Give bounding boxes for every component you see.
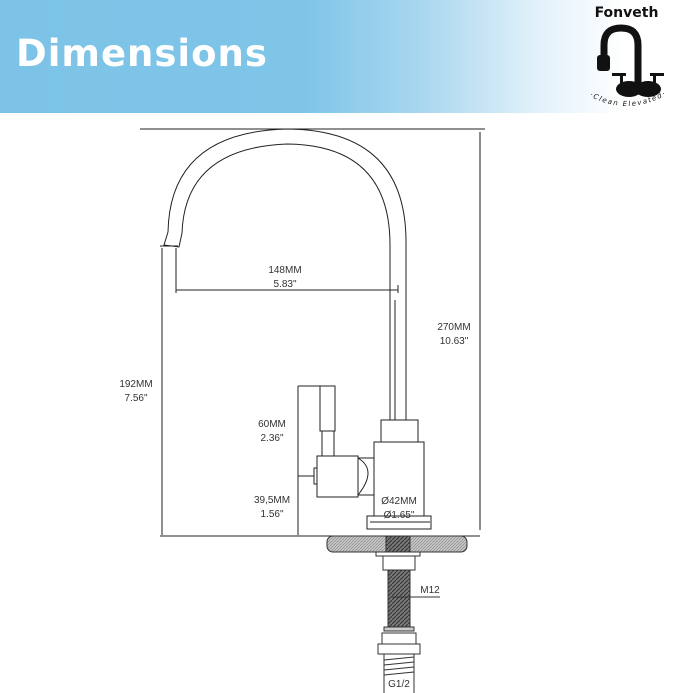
dim-total-height-in: 10.63" xyxy=(439,336,469,347)
dim-spout-height-in: 7.56" xyxy=(124,393,148,404)
dim-handle-length-mm: 60MM xyxy=(258,419,286,430)
dim-thread-size: M12 xyxy=(420,585,440,596)
dim-handle-height: 39,5MM 1.56" xyxy=(242,494,302,522)
dim-spout-reach: 148MM 5.83" xyxy=(255,264,315,292)
dim-total-height: 270MM 10.63" xyxy=(424,321,484,349)
dim-handle-length: 60MM 2.36" xyxy=(242,418,302,446)
dim-spout-reach-mm: 148MM xyxy=(268,265,302,276)
dim-handle-height-mm: 39,5MM xyxy=(253,495,291,506)
brand-logo: Fonveth ·Clean Elevated· xyxy=(574,0,679,113)
page-title: Dimensions xyxy=(16,32,268,75)
dim-base-diameter: Ø42MM Ø1.65" xyxy=(369,495,429,523)
dim-spout-reach-in: 5.83" xyxy=(273,279,297,290)
dim-spout-height: 192MM 7.56" xyxy=(106,378,166,406)
dim-handle-length-in: 2.36" xyxy=(260,433,284,444)
dim-spout-height-mm: 192MM xyxy=(119,379,153,390)
dim-handle-height-in: 1.56" xyxy=(260,509,284,520)
dim-base-diameter-in: Ø1.65" xyxy=(383,510,415,521)
dim-connector: G1/2 xyxy=(388,679,410,690)
dim-base-diameter-mm: Ø42MM xyxy=(381,496,417,507)
dim-total-height-mm: 270MM xyxy=(437,322,471,333)
brand-name: Fonveth xyxy=(594,5,659,21)
faucet-icon: ·Clean Elevated· xyxy=(589,24,666,108)
header-banner: Dimensions xyxy=(0,0,679,113)
